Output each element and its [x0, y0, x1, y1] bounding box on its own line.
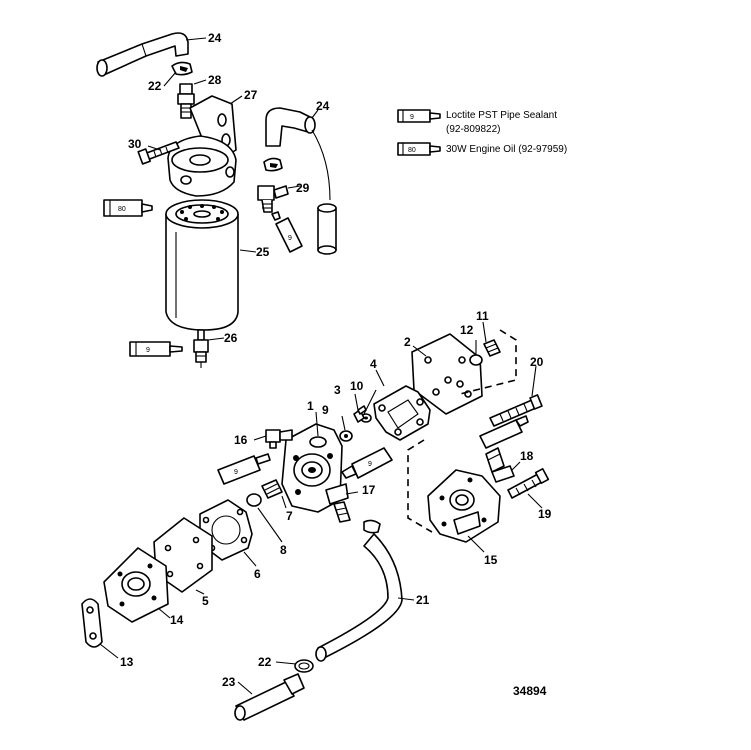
callout-8: 8 [280, 543, 287, 557]
legend-oil-number: (92-97959) [518, 144, 568, 155]
callout-29: 29 [296, 181, 310, 195]
tube-label: 80 [118, 206, 126, 213]
callout-2: 2 [404, 335, 411, 349]
dashed-assembly-line [407, 439, 433, 533]
callout-9: 9 [322, 403, 329, 417]
callout-13: 13 [120, 655, 134, 669]
callout-21: 21 [416, 593, 430, 607]
cover-part-15 [427, 469, 501, 543]
screw-part-19 [507, 468, 550, 499]
fitting-part-17 [325, 483, 351, 523]
elbow-fitting-part-16 [265, 429, 293, 449]
sealant-tube-near-18 [479, 415, 529, 449]
callout-1: 1 [307, 399, 314, 413]
sealant-tube-near-17: 9 [341, 447, 393, 479]
elbow-fitting-part-29 [257, 185, 289, 213]
clamp-part-22-lower [294, 659, 314, 673]
tube-label: 9 [288, 235, 292, 242]
callout-19: 19 [538, 507, 552, 521]
callout-25: 25 [256, 245, 270, 259]
valve-part-8 [246, 493, 262, 507]
callout-23: 23 [222, 675, 236, 689]
sealant-tube-near-29: 9 [271, 211, 303, 253]
callout-7: 7 [286, 509, 293, 523]
callout-10: 10 [350, 379, 364, 393]
tube-label: 9 [234, 469, 238, 476]
screw-part-20 [489, 394, 543, 427]
cover-part-14 [103, 547, 169, 623]
callout-26: 26 [224, 331, 238, 345]
callout-16: 16 [234, 433, 248, 447]
valve-part-12 [469, 354, 483, 366]
elbow-fitting-part-18 [485, 447, 515, 483]
clamp-part-22-right [263, 157, 283, 172]
filter-head-part-27 [167, 95, 237, 197]
hose-part-21 [315, 533, 403, 662]
callout-17: 17 [362, 483, 376, 497]
fitting-part-28 [177, 83, 195, 119]
legend-tube-code: 80 [408, 147, 416, 154]
callout-numbers: 24 22 28 27 24 30 29 25 26 11 12 2 4 20 … [120, 31, 552, 689]
callout-15: 15 [484, 553, 498, 567]
legend-tube-icon-oil: 80 [397, 142, 441, 156]
legend-tube-code: 9 [410, 114, 414, 121]
hose-part-24-upper [96, 32, 189, 77]
spring-part-11 [483, 339, 501, 357]
screw-part-10 [353, 405, 367, 423]
callout-22: 22 [258, 655, 272, 669]
washer-part-9 [339, 430, 353, 442]
clamp-near-hose-top [363, 519, 381, 534]
legend-item-sealant-name: Loctite PST Pipe Sealant [446, 110, 557, 121]
hose-part-24-right [265, 107, 331, 201]
callout-11: 11 [476, 309, 489, 323]
callout-4: 4 [370, 357, 377, 371]
callout-20: 20 [530, 355, 544, 369]
legend-oil-name: 30W Engine Oil [446, 144, 516, 155]
tube-label: 9 [368, 461, 372, 468]
callout-6: 6 [254, 567, 261, 581]
bracket-part-13 [81, 598, 103, 648]
oil-tube-near-25: 80 [103, 199, 153, 217]
legend-item-oil-name: 30W Engine Oil (92-97959) [446, 143, 567, 156]
callout-28: 28 [208, 73, 222, 87]
tube-part-23 [234, 673, 305, 721]
callout-27: 27 [244, 88, 258, 102]
callout-5: 5 [202, 594, 209, 608]
callout-3: 3 [334, 383, 341, 397]
bolt-part-30 [137, 141, 180, 165]
gasket-part-4 [373, 385, 431, 441]
legend-tube-icon-sealant: 9 [397, 109, 441, 123]
callout-14: 14 [170, 613, 184, 627]
dashed-assembly-line [459, 329, 517, 395]
sealant-tube-near-16: 9 [217, 453, 271, 485]
callout-24: 24 [208, 31, 222, 45]
leader-lines [99, 37, 543, 695]
figure-number: 34894 [513, 684, 547, 698]
legend-item-sealant-number: (92-809822) [446, 124, 501, 135]
sensor-part-26 [193, 329, 209, 368]
spring-part-7 [261, 479, 283, 499]
callout-12: 12 [460, 323, 474, 337]
sealant-tube-near-26: 9 [129, 341, 183, 357]
callout-24: 24 [316, 99, 330, 113]
callout-30: 30 [128, 137, 142, 151]
hose-section-right [317, 203, 337, 255]
clamp-part-22-upper [171, 61, 193, 76]
callout-22: 22 [148, 79, 162, 93]
callout-18: 18 [520, 449, 534, 463]
plate-part-2 [411, 333, 483, 415]
fuel-filter-part-25 [165, 199, 239, 331]
tube-label: 9 [146, 347, 150, 354]
